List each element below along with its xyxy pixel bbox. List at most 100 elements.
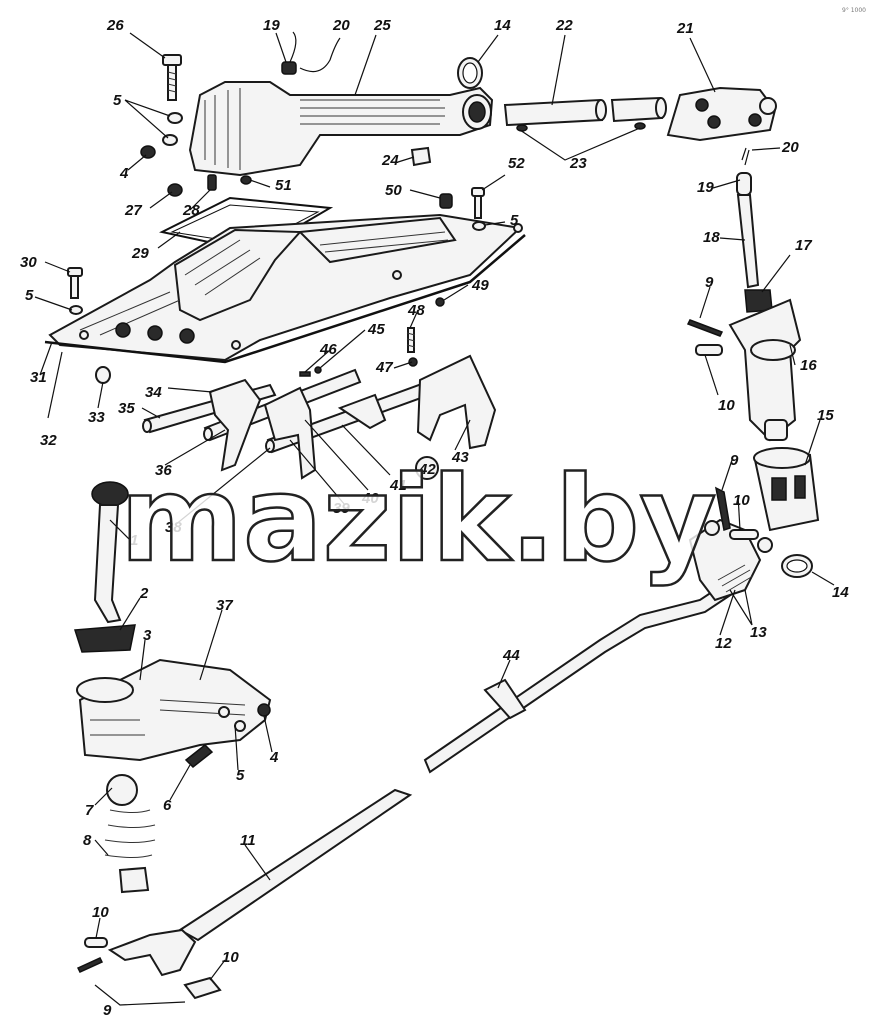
label-8: 8 [83,832,92,849]
breather-19-20 [281,31,341,75]
fork-43 [416,354,497,450]
gear-lever-1 [91,481,129,624]
label-9-right: 9 [705,274,714,291]
label-20-right: 20 [781,139,799,156]
bolt-26 [162,54,182,101]
label-44: 44 [502,647,520,664]
label-10-mid: 10 [733,492,750,509]
label-51: 51 [275,177,292,194]
label-52: 52 [508,155,525,172]
label-39: 39 [333,500,350,517]
label-5-b: 5 [510,212,519,229]
label-3: 3 [143,627,152,644]
sleeve-22 [503,96,667,132]
label-1: 1 [130,532,138,549]
boot-2 [74,624,136,653]
corner-mark: 9° 1000 [842,7,866,14]
label-24: 24 [381,152,399,169]
fork-34 [208,378,262,472]
bracket-21 [666,86,777,142]
label-38: 38 [165,519,182,536]
label-27: 27 [124,202,142,219]
label-46: 46 [319,341,337,358]
label-22: 22 [555,17,573,34]
label-36: 36 [155,462,172,479]
label-40: 40 [361,490,379,507]
label-30: 30 [20,254,37,271]
label-49: 49 [471,277,489,294]
label-12: 12 [715,635,732,652]
label-21: 21 [676,20,694,37]
label-5-c: 5 [25,287,34,304]
label-19-right: 19 [697,179,714,196]
label-4: 4 [119,165,129,182]
ring-14-top [457,57,483,89]
label-37: 37 [216,597,233,614]
label-50: 50 [385,182,402,199]
label-25: 25 [373,17,391,34]
label-28: 28 [182,202,200,219]
upper-cover-housing [188,81,494,177]
label-20: 20 [332,17,350,34]
leader-lines [34,32,835,1006]
label-32: 32 [40,432,57,449]
label-10-right: 10 [718,397,735,414]
label-5-d: 5 [236,767,245,784]
label-4-b: 4 [269,749,279,766]
label-48: 48 [407,302,425,319]
shift-housing-lid [48,213,523,362]
label-5: 5 [113,92,122,109]
ring-14-right [781,554,813,578]
washer-33 [95,366,111,384]
label-11: 11 [240,832,256,849]
label-15: 15 [817,407,834,424]
label-2: 2 [139,585,149,602]
label-18: 18 [703,229,720,246]
label-19: 19 [263,17,280,34]
label-35: 35 [118,400,135,417]
watermark: mazik.by [120,450,716,588]
interlock-parts-45-49 [299,297,445,377]
label-10-lower-right: 10 [222,949,239,966]
label-17: 17 [795,237,812,254]
label-23: 23 [569,155,587,172]
label-45: 45 [367,321,385,338]
label-31: 31 [30,369,47,386]
pins-9-10-right-top [686,319,724,356]
label-43: 43 [451,449,469,466]
bolt-6 [184,743,214,769]
label-9-mid: 9 [730,452,739,469]
label-41: 41 [389,477,407,494]
label-13: 13 [750,624,767,641]
label-16: 16 [800,357,817,374]
gasket-32 [44,234,526,364]
long-rod-44 [423,578,740,774]
label-33: 33 [88,409,105,426]
label-7: 7 [85,802,94,819]
ball-42 [415,456,439,480]
label-14: 14 [494,17,511,34]
ball-7-spring-8 [104,774,156,894]
callout-labels: 26 19 20 25 14 22 21 5 4 24 52 23 20 19 … [20,17,849,1019]
label-29: 29 [131,245,149,262]
small-washers-5-4 [140,112,183,159]
bracket-12-13 [688,486,773,602]
label-47: 47 [375,359,393,376]
fork-16 [728,298,802,442]
label-26: 26 [106,17,124,34]
label-10-lower-left: 10 [92,904,109,921]
fitting-24 [410,146,432,167]
label-14-right: 14 [832,584,849,601]
coupling-15 [753,447,820,532]
bolt-30 [67,267,83,315]
label-9-lower: 9 [103,1002,112,1019]
bolt-52-plug-50 [439,187,486,231]
label-42: 42 [418,461,436,478]
label-34: 34 [145,384,162,401]
shaft-11 [107,788,413,977]
label-6: 6 [163,797,172,814]
nut-27-screw-28 [167,174,252,197]
lever-18 [736,147,760,289]
support-37-3 [76,658,272,762]
